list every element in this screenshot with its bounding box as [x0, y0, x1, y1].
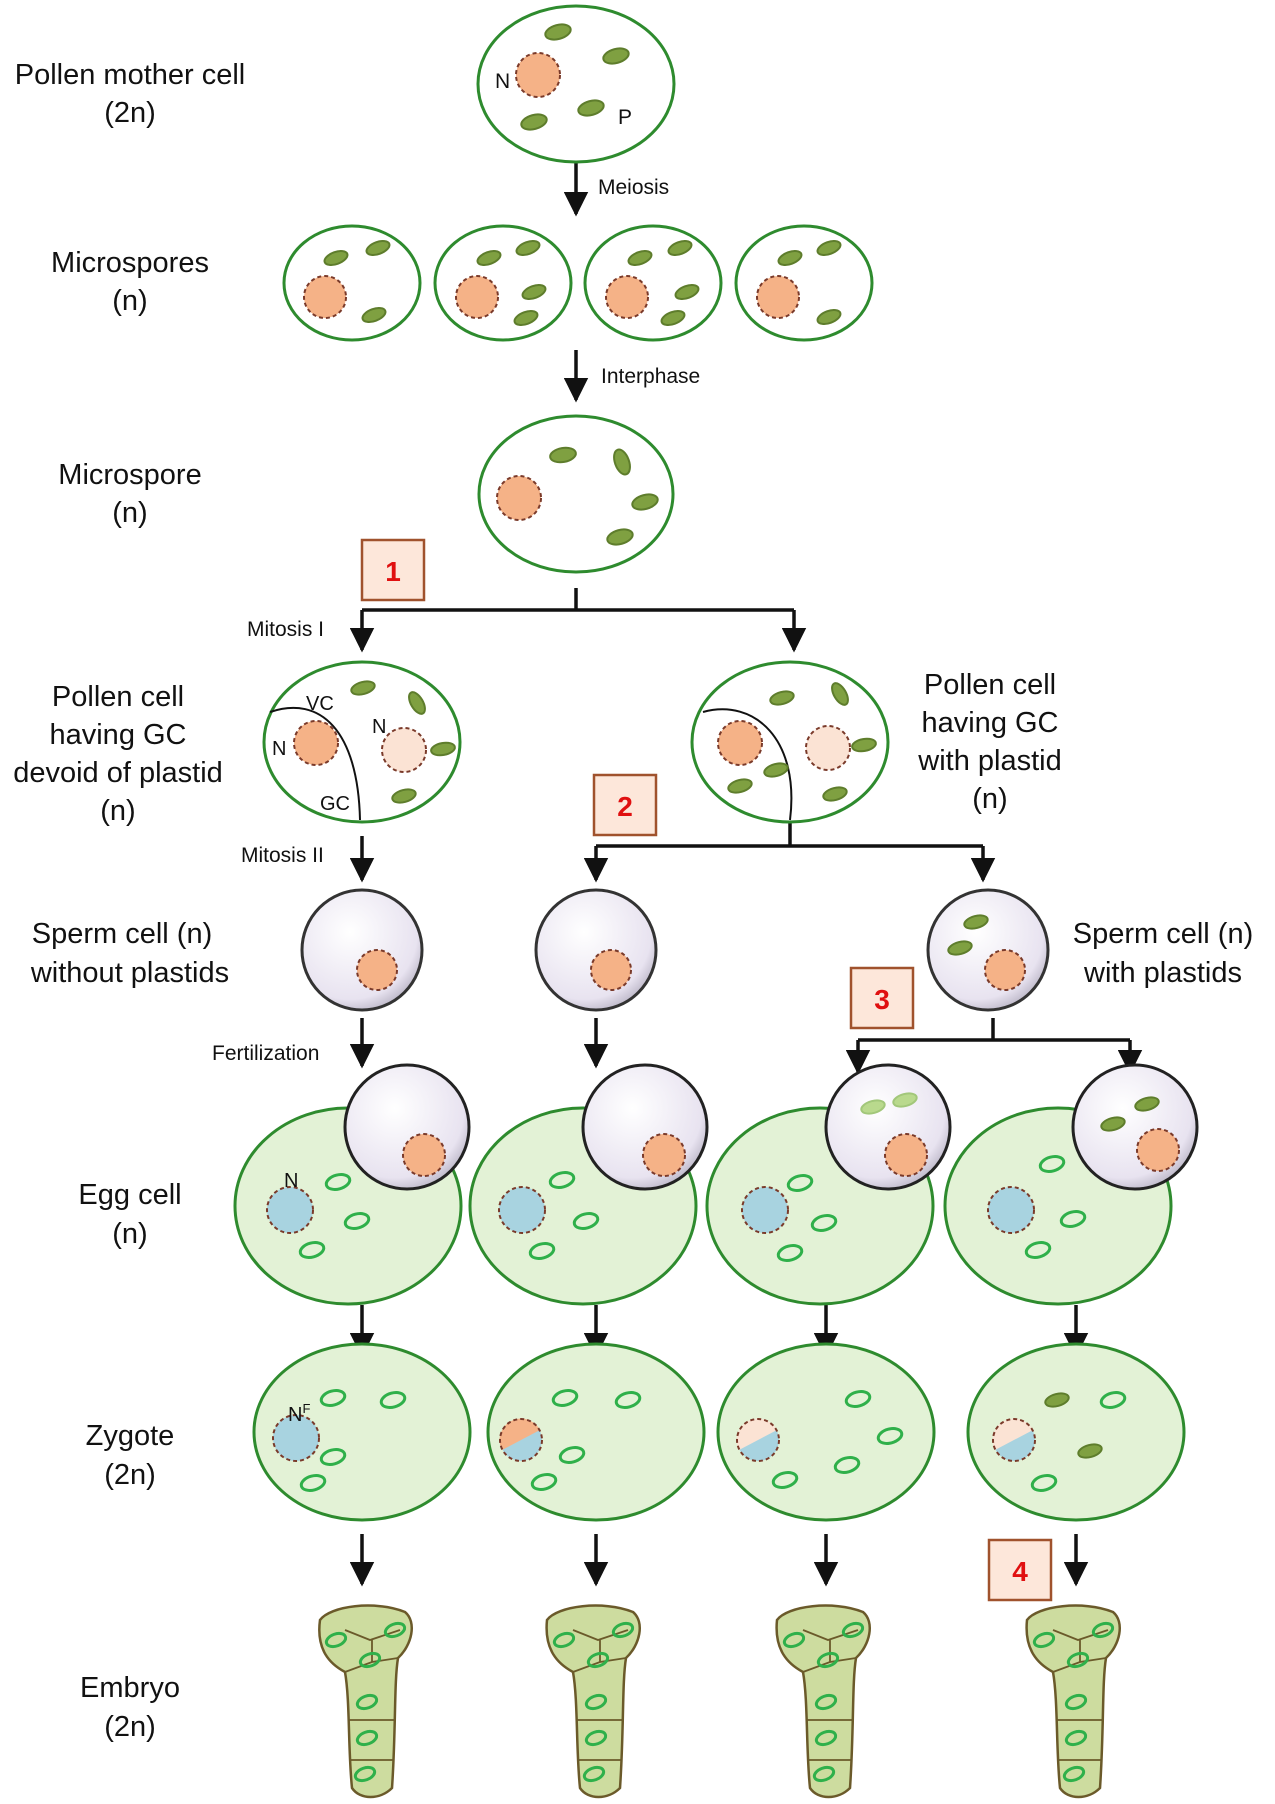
process-fertilization: Fertilization: [212, 1042, 319, 1065]
embryo-4: [1025, 1604, 1121, 1799]
stage-embryo-line1: Embryo: [80, 1672, 180, 1704]
label-vc: VC: [306, 693, 334, 715]
process-mitosis2: Mitosis II: [241, 844, 324, 867]
stage-pollen-no-plastid-line3: devoid of plastid: [13, 757, 223, 789]
stage-sperm-no-plastid-line2: without plastids: [30, 957, 229, 989]
right-labels: Pollen cell having GC with plastid (n) S…: [917, 669, 1253, 989]
branch-mitosis2: [596, 822, 983, 848]
svg-text:3: 3: [874, 984, 890, 1015]
pollen-cell-gc-with-plastid: [690, 660, 890, 824]
sperm-cell-no-plastid-2: [534, 888, 658, 1012]
stage-embryo-line2: (2n): [104, 1711, 156, 1743]
process-meiosis: Meiosis: [598, 176, 669, 199]
box-2: 2: [592, 773, 658, 837]
label-n: N: [495, 70, 510, 93]
svg-text:1: 1: [385, 556, 401, 587]
microspore-2: [433, 224, 573, 342]
numbered-boxes: 1 2 3 4: [360, 538, 1053, 1602]
label-n-egg: N: [284, 1170, 298, 1192]
microspores-tetrad: [282, 224, 874, 342]
svg-text:2: 2: [617, 791, 633, 822]
egg-cell-4: [943, 1063, 1199, 1306]
stage-pollen-no-plastid-line1: Pollen cell: [52, 681, 184, 713]
sperm-cell-no-plastid-1: [300, 888, 424, 1012]
label-pollen-with-plastid-line2: having GC: [921, 707, 1058, 739]
generative-nucleus: [293, 720, 339, 766]
zygote-3: [716, 1342, 936, 1522]
process-interphase: Interphase: [601, 365, 700, 388]
label-pollen-with-plastid-line4: (n): [972, 783, 1007, 815]
label-n-generative: N: [272, 738, 286, 760]
stage-labels: Pollen mother cell (2n) Microspores (n) …: [13, 59, 245, 1743]
pollen-cell-gc-no-plastid: VC N N GC: [262, 660, 462, 824]
label-n-vegetative: N: [372, 716, 386, 738]
zygote-2: [486, 1342, 706, 1522]
stage-microspores-line2: (n): [112, 285, 147, 317]
process-labels: Meiosis Interphase Mitosis I Mitosis II …: [212, 176, 700, 1065]
stage-pollen-mother-line2: (2n): [104, 97, 156, 129]
microspore-1: [282, 224, 422, 342]
stage-pollen-mother-line1: Pollen mother cell: [15, 59, 246, 91]
generative-cell-boundary: [702, 708, 793, 821]
vegetative-nucleus: [381, 727, 427, 773]
process-mitosis1: Mitosis I: [247, 618, 324, 641]
branch-mitosis1: [362, 588, 794, 612]
egg-cell-1: N: [233, 1063, 471, 1306]
sperm-cells: [300, 888, 1050, 1012]
microspore-4: [734, 224, 874, 342]
stage-microspores-line1: Microspores: [51, 247, 209, 279]
stage-zygote-line1: Zygote: [86, 1420, 175, 1452]
embryo-3: [775, 1604, 871, 1799]
label-p: P: [618, 106, 632, 129]
egg-cells: N: [233, 1063, 1199, 1306]
label-gc: GC: [320, 793, 350, 815]
stage-egg-line1: Egg cell: [78, 1179, 181, 1211]
microspore-3: [583, 224, 723, 342]
plastids: [520, 23, 630, 131]
stage-egg-line2: (n): [112, 1218, 147, 1250]
zygotes: NF: [252, 1342, 1186, 1522]
svg-text:4: 4: [1012, 1556, 1028, 1587]
label-pollen-with-plastid-line3: with plastid: [917, 745, 1061, 777]
label-pollen-with-plastid-line1: Pollen cell: [924, 669, 1056, 701]
label-sperm-with-plastids-line1: Sperm cell (n): [1073, 918, 1254, 950]
label-sperm-with-plastids-line2: with plastids: [1083, 957, 1242, 989]
zygote-1: NF: [252, 1342, 472, 1522]
pollen-mother-cell: N P: [476, 4, 676, 164]
box-1: 1: [360, 538, 426, 602]
microspore-interphase: [477, 414, 675, 574]
nucleus: [515, 52, 561, 98]
stage-microspore-line2: (n): [112, 497, 147, 529]
label-nf: NF: [288, 1401, 310, 1426]
zygote-4: [966, 1342, 1186, 1522]
egg-cell-3: [705, 1063, 952, 1306]
stage-pollen-no-plastid-line4: (n): [100, 795, 135, 827]
box-4: 4: [987, 1538, 1053, 1602]
arrows: [349, 162, 1143, 1587]
egg-cell-2: [468, 1063, 709, 1306]
stage-zygote-line2: (2n): [104, 1459, 156, 1491]
embryo-1: [318, 1604, 413, 1799]
stage-microspore-line1: Microspore: [58, 459, 201, 491]
embryo-2: [545, 1604, 641, 1799]
stage-sperm-no-plastid-line1: Sperm cell (n): [32, 918, 213, 950]
branch-fert-3: [858, 1018, 1130, 1042]
generative-cell-boundary: [269, 706, 361, 821]
box-3: 3: [849, 966, 915, 1030]
sperm-cell-with-plastids: [926, 888, 1050, 1012]
embryos: [318, 1604, 1121, 1799]
stage-pollen-no-plastid-line2: having GC: [49, 719, 186, 751]
